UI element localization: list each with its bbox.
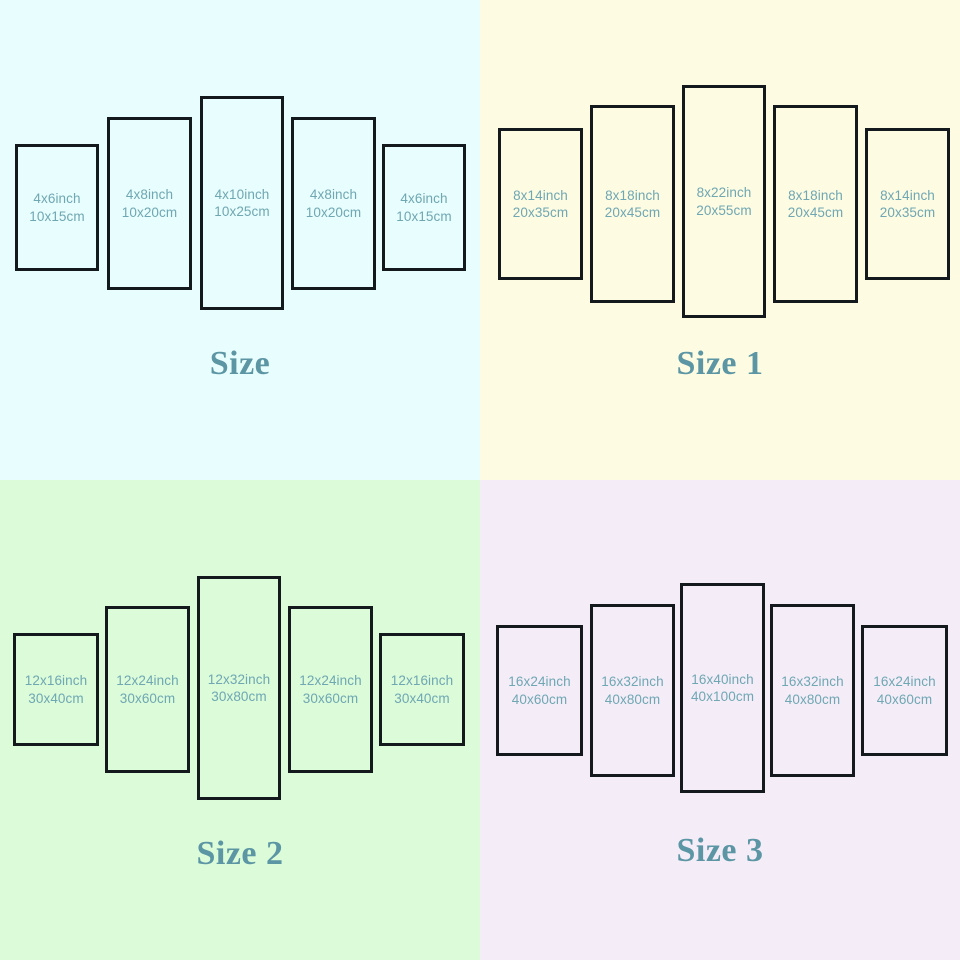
panel-size-cm-label: 10x25cm — [214, 204, 270, 219]
panel-size-inch-label: 16x24inch — [873, 674, 936, 690]
canvas-panel[interactable]: 16x40inch 40x100cm — [680, 583, 765, 793]
panel-size-inch-label: 16x32inch — [601, 674, 664, 690]
panel-size-labels: 8x18inch 20x45cm — [605, 187, 660, 222]
panel-size-inch-label: 12x24inch — [299, 673, 362, 689]
panel-size-cm-label: 20x55cm — [696, 202, 752, 218]
quadrant-title-size-2: Size 2 — [196, 835, 284, 872]
panel-size-inch-label: 4x6inch — [400, 191, 448, 207]
panel-size-inch-label: 8x18inch — [605, 187, 660, 203]
panel-size-cm-label: 20x35cm — [512, 205, 569, 220]
panel-size-cm-label: 30x40cm — [28, 690, 84, 706]
panel-size-inch-label: 12x32inch — [207, 671, 271, 687]
panel-size-labels: 8x18inch 20x45cm — [788, 187, 843, 222]
panel-size-cm-label: 10x15cm — [29, 208, 85, 224]
panel-size-labels: 16x40inch 40x100cm — [691, 671, 754, 706]
panel-size-cm-label: 30x40cm — [394, 690, 450, 706]
canvas-panel[interactable]: 8x14inch 20x35cm — [498, 128, 583, 280]
panel-size-inch-label: 12x16inch — [24, 673, 88, 689]
quadrant-title-size-1: Size 1 — [676, 345, 764, 382]
panel-size-cm-label: 10x20cm — [121, 204, 178, 220]
panel-size-labels: 8x14inch 20x35cm — [513, 187, 568, 222]
panel-size-inch-label: 8x14inch — [880, 187, 935, 203]
panel-size-inch-label: 4x8inch — [125, 187, 174, 203]
quadrant-title-size: Size — [209, 345, 271, 382]
panel-size-labels: 4x10inch 10x25cm — [214, 186, 269, 221]
panel-size-cm-label: 40x100cm — [690, 689, 755, 704]
panel-size-cm-label: 20x35cm — [879, 205, 936, 220]
canvas-panel[interactable]: 4x10inch 10x25cm — [200, 96, 284, 310]
panel-size-cm-label: 10x20cm — [305, 204, 362, 220]
panel-size-inch-label: 4x8inch — [309, 187, 358, 203]
panel-size-inch-label: 8x18inch — [788, 187, 843, 203]
canvas-panel[interactable]: 12x32inch 30x80cm — [197, 576, 281, 800]
panel-size-cm-label: 20x45cm — [604, 205, 661, 220]
panel-size-inch-label: 8x22inch — [696, 185, 752, 201]
panel-size-inch-label: 16x24inch — [508, 674, 571, 690]
panel-size-cm-label: 40x60cm — [511, 691, 568, 707]
panel-size-cm-label: 30x60cm — [119, 690, 176, 706]
panel-size-inch-label: 16x40inch — [691, 671, 754, 687]
panel-size-inch-label: 12x24inch — [116, 673, 179, 689]
panel-size-cm-label: 40x80cm — [784, 691, 841, 707]
panel-size-inch-label: 16x32inch — [781, 674, 844, 690]
panel-size-cm-label: 30x80cm — [211, 689, 267, 704]
panel-size-cm-label: 40x80cm — [604, 691, 661, 707]
panel-size-cm-label: 40x60cm — [876, 691, 933, 707]
panel-size-cm-label: 10x15cm — [396, 208, 452, 224]
panel-size-inch-label: 4x6inch — [33, 191, 81, 207]
panel-size-labels: 8x14inch 20x35cm — [880, 187, 935, 222]
quadrant-title-size-3: Size 3 — [676, 832, 764, 869]
panel-size-inch-label: 4x10inch — [214, 186, 270, 202]
canvas-panel[interactable]: 8x18inch 20x45cm — [773, 105, 858, 303]
panel-size-labels: 12x32inch 30x80cm — [208, 671, 270, 706]
canvas-panel[interactable]: 8x14inch 20x35cm — [865, 128, 950, 280]
canvas-panel[interactable]: 8x18inch 20x45cm — [590, 105, 675, 303]
panel-size-inch-label: 8x14inch — [513, 187, 568, 203]
panel-size-cm-label: 30x60cm — [302, 690, 359, 706]
panel-size-cm-label: 20x45cm — [787, 205, 844, 220]
panel-size-inch-label: 12x16inch — [390, 673, 454, 689]
